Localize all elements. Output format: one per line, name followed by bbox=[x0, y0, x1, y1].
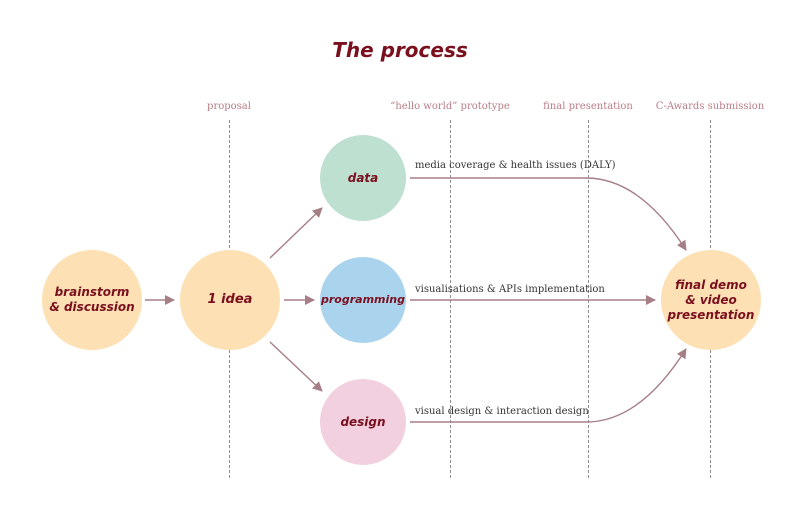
arrow-data-to-final bbox=[410, 177, 687, 251]
node-programming: programming bbox=[320, 257, 406, 343]
node-data-label: data bbox=[347, 170, 379, 185]
node-design-label: design bbox=[340, 414, 386, 429]
edge-label-data: media coverage & health issues (DALY) bbox=[415, 160, 616, 171]
node-data: data bbox=[320, 135, 406, 221]
timeline-line-prototype bbox=[450, 120, 451, 478]
timeline-line-final-presentation bbox=[588, 120, 589, 478]
arrow-idea-to-design bbox=[269, 341, 323, 392]
milestone-final-presentation: final presentation bbox=[543, 101, 633, 112]
node-design: design bbox=[320, 379, 406, 465]
node-programming-label: programming bbox=[321, 293, 405, 307]
milestone-prototype: “hello world” prototype bbox=[390, 101, 510, 112]
edge-label-design: visual design & interaction design bbox=[415, 406, 589, 417]
node-idea-label: 1 idea bbox=[207, 291, 253, 307]
node-final: final demo & video presentation bbox=[661, 250, 761, 350]
milestone-c-awards-submission: C-Awards submission bbox=[655, 101, 765, 112]
diagram-title: The process bbox=[332, 38, 468, 62]
node-idea: 1 idea bbox=[180, 250, 280, 350]
node-brainstorm: brainstorm & discussion bbox=[42, 250, 142, 350]
edge-label-programming: visualisations & APIs implementation bbox=[415, 284, 605, 295]
arrow-idea-to-data bbox=[269, 207, 323, 259]
node-final-label: final demo & video presentation bbox=[667, 277, 755, 322]
arrow-design-to-final bbox=[410, 348, 687, 423]
milestone-proposal: proposal bbox=[207, 101, 251, 112]
node-brainstorm-label: brainstorm & discussion bbox=[49, 285, 135, 314]
